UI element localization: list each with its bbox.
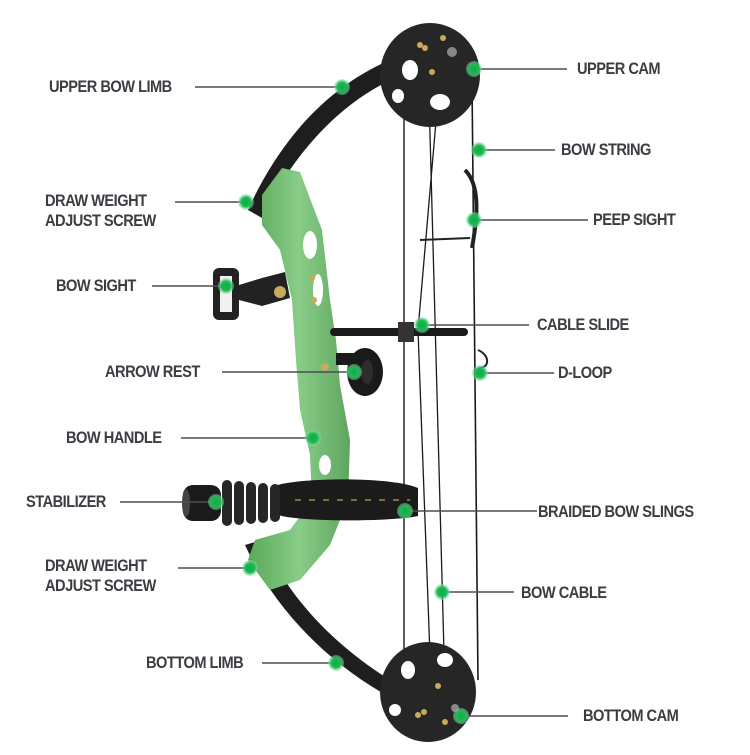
dot-upper-cam <box>466 61 482 77</box>
leader-lines <box>120 68 588 717</box>
label-draw-weight-upper-line1: DRAW WEIGHT <box>45 191 147 210</box>
upper-cam-shape <box>380 23 480 127</box>
sling-strap <box>278 479 418 521</box>
bow-sight-shape <box>213 268 290 320</box>
dot-bottom-limb <box>328 655 344 671</box>
callout-dots <box>208 61 488 724</box>
label-braided-bow-slings: BRAIDED BOW SLINGS <box>538 502 694 521</box>
label-d-loop: D-LOOP <box>558 363 612 382</box>
label-bottom-limb: BOTTOM LIMB <box>146 653 244 672</box>
label-draw-weight-lower: DRAW WEIGHT ADJUST SCREW <box>45 556 156 596</box>
dot-draw-weight-lower <box>242 560 258 576</box>
dot-stabilizer <box>208 494 224 510</box>
dot-d-loop <box>472 365 488 381</box>
bottom-cam-shape <box>380 642 476 742</box>
label-arrow-rest: ARROW REST <box>105 362 200 381</box>
label-stabilizer: STABILIZER <box>26 492 106 511</box>
label-bottom-cam: BOTTOM CAM <box>583 706 679 725</box>
dot-bottom-cam <box>453 708 469 724</box>
label-bow-cable: BOW CABLE <box>521 583 607 602</box>
dot-cable-slide <box>414 317 430 333</box>
dot-braided-bow-slings <box>397 503 413 519</box>
dot-bow-string <box>471 142 487 158</box>
dot-upper-bow-limb <box>334 79 350 95</box>
label-bow-handle: BOW HANDLE <box>66 428 162 447</box>
dot-bow-handle <box>305 430 321 446</box>
riser-shape <box>248 168 350 590</box>
label-draw-weight-upper: DRAW WEIGHT ADJUST SCREW <box>45 191 156 231</box>
dot-peep-sight <box>466 212 482 228</box>
label-bow-sight: BOW SIGHT <box>56 276 136 295</box>
dot-bow-cable <box>434 584 450 600</box>
dot-draw-weight-upper <box>238 194 254 210</box>
stabilizer-shape <box>182 480 280 526</box>
peep-sight-shape <box>463 168 479 249</box>
label-upper-bow-limb: UPPER BOW LIMB <box>49 77 172 96</box>
dot-bow-sight <box>218 278 234 294</box>
label-draw-weight-lower-line2: ADJUST SCREW <box>45 576 156 595</box>
bow-string-cables <box>403 59 479 711</box>
label-peep-sight: PEEP SIGHT <box>593 210 676 229</box>
label-draw-weight-upper-line2: ADJUST SCREW <box>45 211 156 230</box>
dot-arrow-rest <box>346 364 362 380</box>
label-upper-cam: UPPER CAM <box>577 59 661 78</box>
arrow-rest-shape <box>336 348 383 396</box>
label-cable-slide: CABLE SLIDE <box>537 315 629 334</box>
label-draw-weight-lower-line1: DRAW WEIGHT <box>45 556 147 575</box>
label-bow-string: BOW STRING <box>561 140 651 159</box>
